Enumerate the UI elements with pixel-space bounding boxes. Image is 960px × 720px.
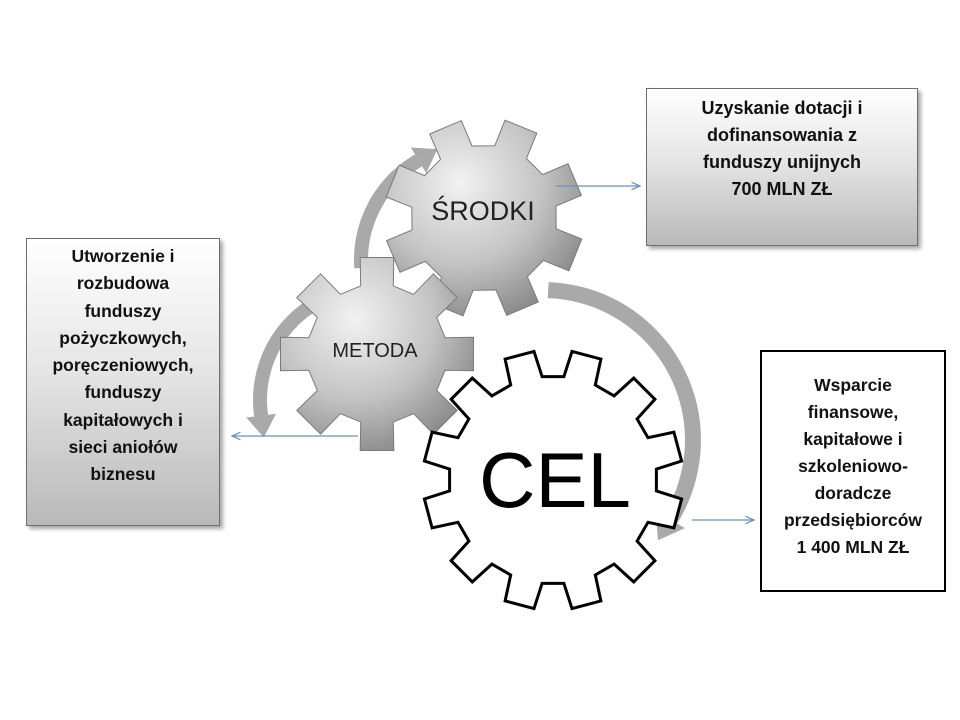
metoda-description-box: Utworzenie i rozbudowa funduszy pożyczko…: [26, 238, 220, 526]
box-line: Wsparcie: [814, 375, 892, 395]
box-line: dofinansowania z: [706, 125, 857, 145]
cel-description-box: Wsparcie finansowe, kapitałowe i szkolen…: [760, 350, 946, 592]
metoda-gear-label: METODA: [332, 340, 418, 362]
box-line: funduszy unijnych: [702, 152, 861, 172]
cycle-arrow-right: [547, 282, 702, 524]
box-line: 1 400 MLN ZŁ: [796, 537, 910, 557]
box-line: biznesu: [90, 464, 156, 485]
box-line: pożyczkowych,: [59, 327, 187, 348]
metoda-gear: [280, 257, 474, 451]
cel-gear: [422, 349, 684, 611]
box-line: Utworzenie i: [71, 246, 175, 266]
box-line: szkoleniowo-: [798, 456, 908, 476]
box-line: przedsiębiorców: [783, 510, 923, 530]
box-line: sieci aniołów: [68, 437, 178, 458]
srodki-gear: [385, 119, 583, 317]
box-line: Uzyskanie dotacji i: [701, 98, 863, 118]
srodki-gear-label: ŚRODKI: [431, 196, 535, 226]
box-line: funduszy: [84, 300, 162, 321]
box-line: finansowe,: [807, 402, 899, 422]
cycle-arrow-top-head: [410, 147, 438, 174]
box-line: 700 MLN ZŁ: [731, 179, 833, 199]
cel-gear-label: CEL: [479, 436, 631, 524]
box-line: kapitałowe i: [803, 429, 903, 449]
box-line: funduszy: [84, 382, 162, 403]
box-line: poręczeniowych,: [52, 355, 194, 376]
srodki-description-box: Uzyskanie dotacji i dofinansowania z fun…: [646, 88, 918, 246]
cycle-arrow-left-head: [246, 413, 276, 438]
box-line: rozbudowa: [76, 273, 170, 294]
cycle-arrow-left: [253, 299, 317, 417]
box-line: kapitałowych i: [63, 409, 183, 430]
box-line: doradcze: [814, 483, 892, 503]
